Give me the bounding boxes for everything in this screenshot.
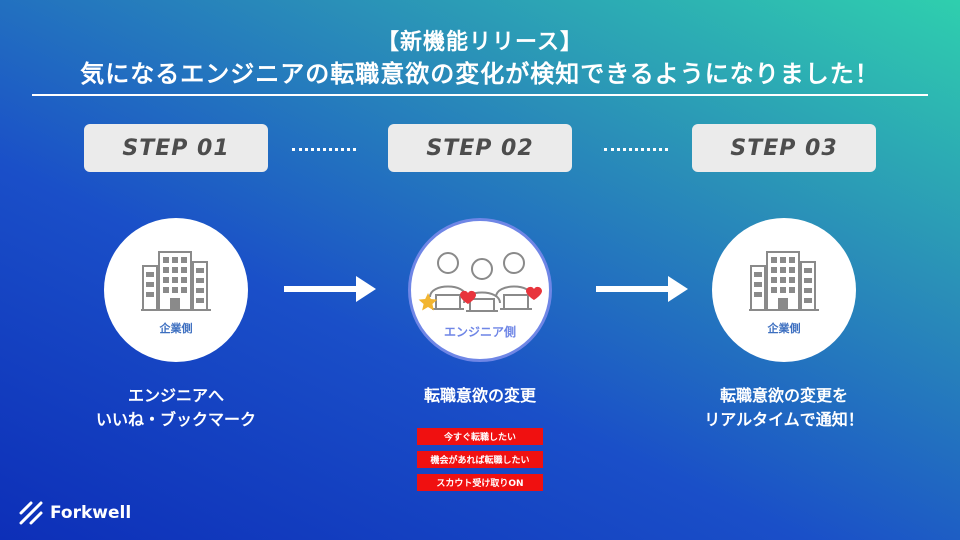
step-01-label: STEP 01 bbox=[84, 124, 268, 172]
circle-label-company-1: 企業側 bbox=[159, 322, 193, 335]
heart-icon-1 bbox=[460, 290, 476, 304]
star-icon bbox=[418, 293, 438, 311]
arrow-right-icon-2 bbox=[596, 276, 688, 302]
engineers-icon bbox=[418, 252, 542, 312]
step-01-desc-line2: いいね・ブックマーク bbox=[95, 410, 256, 429]
step-01-description: エンジニアへ いいね・ブックマーク bbox=[56, 384, 296, 432]
step-03-desc-line1: 転職意欲の変更を bbox=[719, 386, 848, 405]
status-tag-1: 今すぐ転職したい bbox=[417, 428, 543, 445]
status-tag-2: 機会があれば転職したい bbox=[417, 451, 543, 468]
engineer-circle: エンジニア側 bbox=[408, 218, 552, 362]
company-circle-1: 企業側 bbox=[104, 218, 248, 362]
forkwell-logo-icon bbox=[19, 501, 43, 525]
step-03-label: STEP 03 bbox=[692, 124, 876, 172]
status-tag-3: スカウト受け取りON bbox=[417, 474, 543, 491]
brand-name: Forkwell bbox=[50, 503, 132, 523]
step-02-description: 転職意欲の変更 bbox=[360, 384, 600, 408]
step-03-desc-line2: リアルタイムで通知！ bbox=[704, 410, 864, 429]
arrow-right-icon-1 bbox=[284, 276, 376, 302]
dotted-connector-2 bbox=[604, 148, 668, 151]
step-01-desc-line1: エンジニアへ bbox=[127, 386, 224, 405]
dotted-connector-1 bbox=[292, 148, 356, 151]
page-title-line2: 気になるエンジニアの転職意欲の変化が検知できるようになりました！ bbox=[80, 60, 880, 88]
step-02-desc-line1: 転職意欲の変更 bbox=[423, 386, 536, 405]
title-divider bbox=[32, 94, 928, 96]
building-icon bbox=[141, 251, 211, 311]
step-03-description: 転職意欲の変更を リアルタイムで通知！ bbox=[664, 384, 904, 432]
circle-label-company-2: 企業側 bbox=[767, 322, 801, 335]
forkwell-logo: Forkwell bbox=[18, 500, 131, 526]
circle-label-engineer: エンジニア側 bbox=[443, 325, 516, 339]
page-title-line1: 【新機能リリース】 bbox=[377, 30, 583, 55]
building-icon bbox=[749, 251, 819, 311]
step-02-label: STEP 02 bbox=[388, 124, 572, 172]
company-circle-2: 企業側 bbox=[712, 218, 856, 362]
heart-icon-2 bbox=[526, 286, 542, 300]
